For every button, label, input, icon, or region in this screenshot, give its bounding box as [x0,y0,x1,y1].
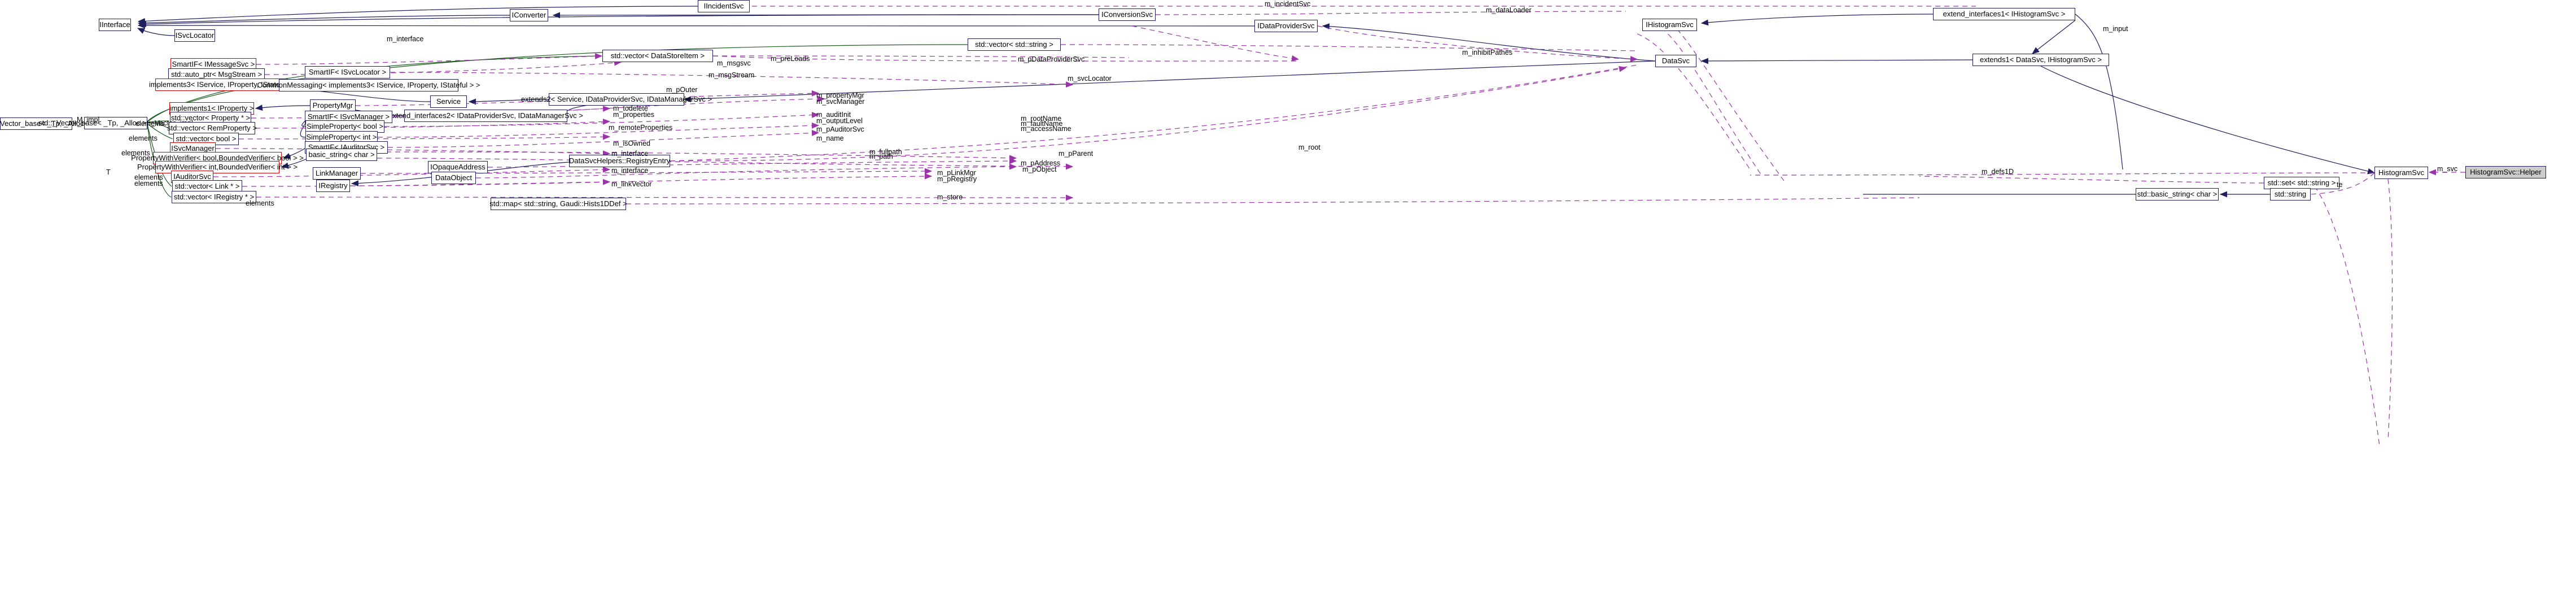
edge-label-paddress: m_pAddress [1021,159,1061,167]
class-node-smartif_imsgsvc[interactable]: SmartIF< IMessageSvc > [170,58,256,71]
edge-label-auditinit: m_auditInit [816,111,851,119]
class-node-autoptr_msg[interactable]: std::auto_ptr< MsgStream > [168,68,265,81]
class-node-std_string[interactable]: std::string [2270,188,2311,201]
edge-label-interface3: m_interface [611,167,649,175]
class-node-set_string[interactable]: std::set< std::string > [2264,177,2339,189]
edge-label-remoteprops: m_remoteProperties [609,124,673,132]
edge-label-accessname: m_accessName [1021,125,1071,133]
class-node-dataobject[interactable]: DataObject [431,172,476,184]
class-node-iconverter[interactable]: IConverter [510,9,548,21]
edge-label-pauditorsvc: m_pAuditorSvc [816,125,864,133]
class-node-extends2_dmgr[interactable]: extends2< Service, IDataProviderSvc, IDa… [521,93,712,106]
class-node-smartif_isvcmgr[interactable]: SmartIF< ISvcManager > [305,111,392,123]
class-node-vec_remproperty[interactable]: std::vector< RemProperty > [167,122,257,134]
edge-label-inhibitpathes: m_inhibitPathes [1462,49,1512,56]
class-node-ihistogramsvc_t[interactable]: IHistogramSvc [1642,19,1697,31]
edge-label-preloads: m_preLoads [771,55,810,63]
edge-label-path: m_path [869,152,893,160]
class-node-vecbase_tpalloc[interactable]: std::_Vector_base< _Tp, _Alloc > [0,117,90,130]
edge-label-todelete: m_todelete [613,104,648,112]
edge-label-pouter: m_pOuter [666,86,698,94]
edge-label-msgsvc: m_msgsvc [717,59,751,67]
edge-label-linkvector: m_linkVector [611,180,652,188]
edge-label-name: m_name [816,134,844,142]
edge-label-root: m_root [1298,143,1320,151]
class-node-iconversionsvc[interactable]: IConversionSvc [1099,8,1156,21]
edge-label-elements6: elements [246,199,274,207]
class-node-smartif_isvcloc[interactable]: SmartIF< ISvcLocator > [305,66,390,79]
edge-label-elements2: elements [129,134,158,142]
edge-label-msgstream: m_msgStream [708,71,755,79]
edge-label-incidentsvc: m_incidentSvc [1265,0,1311,8]
edge-label-pobject: m_pObject [1022,165,1057,173]
edge-label-interface2: m_interface [611,150,649,158]
edge-label-fullpath: m_fullpath [869,148,902,156]
class-node-implements1_iprop[interactable]: implements1< IProperty > [169,102,254,115]
class-node-iopaqueaddress[interactable]: IOpaqueAddress [428,161,488,173]
class-node-histogramsvc[interactable]: HistogramSvc [2374,167,2428,179]
edge-label-plinkmgr: m_pLinkMgr [937,169,976,177]
edge-label-parent: m_pParent [1059,150,1094,158]
class-node-iregistry[interactable]: IRegistry [316,180,350,192]
edge-label-svcmanager: m_svcManager [816,98,865,106]
edge-label-rootname: m_rootName [1021,115,1062,123]
edge-label-elements5: elements [134,180,163,188]
edge-label-svc: m_svc [2437,165,2458,173]
edge-label-outputlevel: m_outputLevel [816,117,863,125]
edge-label-faultname: m_faultName [1021,120,1063,128]
class-node-basic_string[interactable]: basic_string< char > [306,149,377,161]
edge-label-isowned: m_isOwned [613,140,650,147]
class-node-linkmanager[interactable]: LinkManager [313,167,361,180]
class-node-extif1_ihistsvc[interactable]: extend_interfaces1< IHistogramSvc > [1933,8,2075,20]
class-node-commonmessaging[interactable]: CommonMessaging< implements3< IService, … [257,79,480,91]
edge-label-t: T [106,168,111,176]
class-node-datasvchelpers[interactable]: DataSvcHelpers::RegistryEntry [569,155,670,167]
edge-label-propertymgr: m_propertyMgr [816,91,864,99]
class-node-implements3[interactable]: implements3< IService, IProperty, IState… [149,79,294,91]
class-node-service[interactable]: Service [430,95,467,108]
class-node-vec_string[interactable]: std::vector< std::string > [968,38,1061,51]
edge-label-input: m_input [2103,25,2128,33]
class-node-vec_iregistry[interactable]: std::vector< IRegistry * > [172,191,256,203]
class-node-interface[interactable]: IInterface [99,19,131,31]
class-node-isvclocator[interactable]: ISvcLocator [174,29,215,42]
class-node-map_gauss[interactable]: std::map< std::string, Gaudi::Hists1DDef… [489,198,627,210]
edge-label-pregistry: m_pRegistry [937,175,977,183]
class-node-propertymgr[interactable]: PropertyMgr [310,99,356,112]
class-node-datasvc[interactable]: DataSvc [1655,55,1696,67]
class-node-vec_datastoreitem[interactable]: std::vector< DataStoreItem > [602,50,713,62]
class-node-histogramsvc_help[interactable]: HistogramSvc::Helper [2465,166,2546,178]
edge-label-dataprovidersvc: m_pDataProviderSvc [1018,55,1085,63]
edge-label-dataloader: m_dataLoader [1486,6,1532,14]
class-node-idataprovidersvc[interactable]: IDataProviderSvc [1254,20,1318,32]
class-node-vec_property[interactable]: std::vector< Property * > [170,112,251,124]
class-node-extends1_dhs[interactable]: extends1< DataSvc, IHistogramSvc > [1973,54,2109,66]
edge-label-defs1d: m_defs1D [1982,168,2014,176]
edge-label-te: te [2337,181,2343,189]
edge-label-properties: m_properties [613,111,654,119]
edge-label-store: m_store [937,193,963,201]
edge-label-svclocator: m_svcLocator [1068,75,1112,82]
edge-label-elements1: elements [135,120,164,128]
class-node-basic_string2[interactable]: std::basic_string< char > [2136,188,2219,201]
edge-label-elements3: elements [121,149,150,157]
edge-label-mimpl: _M_impl [73,116,100,124]
class-node-incidentsvc[interactable]: IIncidentSvc [698,0,750,12]
edge-label-elements4: elements [134,173,163,181]
class-node-propverifier_int[interactable]: PropertyWithVerifier< int,BoundedVerifie… [137,161,298,173]
edge-label-interface1: m_interface [387,35,424,43]
class-node-extif2_dpdm[interactable]: extend_interfaces2< IDataProviderSvc, ID… [388,110,583,122]
